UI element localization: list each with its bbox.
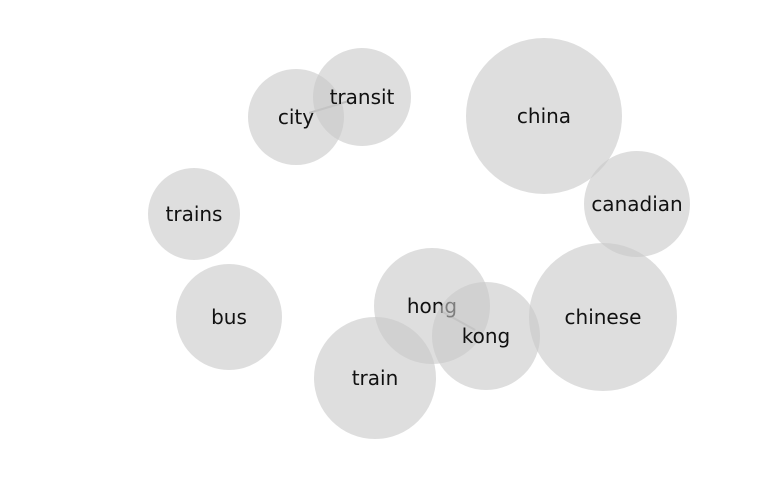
bubble-bus: bus <box>176 264 282 370</box>
bubble-trains: trains <box>148 168 240 260</box>
bubble-label-bus: bus <box>211 305 247 329</box>
bubble-label-trains: trains <box>166 202 223 226</box>
bubble-label-train: train <box>352 366 399 390</box>
bubble-label-china: china <box>517 104 571 128</box>
bubble-chinese: chinese <box>529 243 677 391</box>
bubble-circle-chinese <box>529 243 677 391</box>
bubble-circle-canadian <box>584 151 690 257</box>
bubble-circle-train <box>314 317 436 439</box>
bubble-circle-china <box>466 38 622 194</box>
bubble-kong: kong <box>432 282 540 390</box>
bubble-china: china <box>466 38 622 194</box>
bubble-circle-trains <box>148 168 240 260</box>
bubble-label-chinese: chinese <box>565 305 642 329</box>
bubble-label-canadian: canadian <box>591 192 682 216</box>
bubble-circle-transit <box>313 48 411 146</box>
bubble-circle-bus <box>176 264 282 370</box>
bubble-label-city: city <box>278 105 314 129</box>
bubble-train: train <box>314 317 436 439</box>
bubble-circle-kong <box>432 282 540 390</box>
bubble-label-kong: kong <box>462 324 510 348</box>
bubble-transit: transit <box>313 48 411 146</box>
bubble-canadian: canadian <box>584 151 690 257</box>
bubble-label-transit: transit <box>330 85 395 109</box>
